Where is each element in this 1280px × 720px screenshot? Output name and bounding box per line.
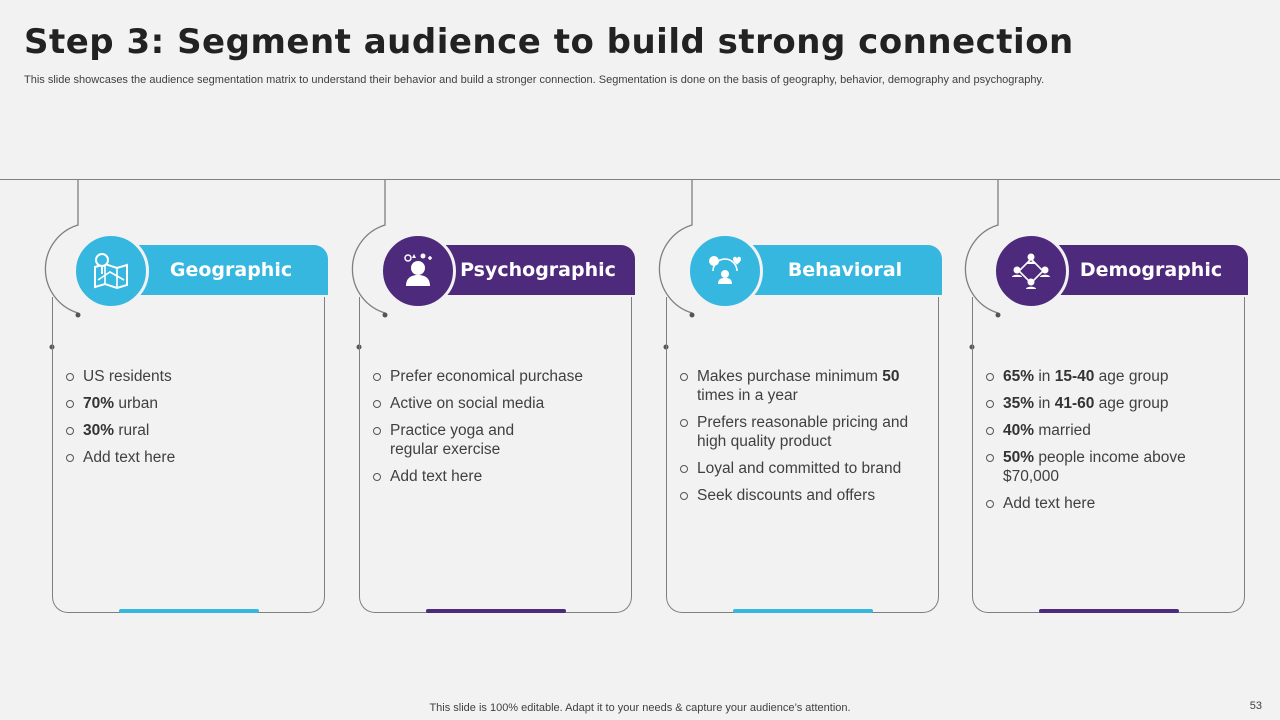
- card-accent: [733, 609, 873, 613]
- segment-heading: Geographic: [169, 259, 293, 281]
- list-item: Add text here: [371, 467, 621, 486]
- segment-heading: Psychographic: [460, 259, 616, 281]
- list-item: Prefers reasonable pricing and high qual…: [678, 413, 928, 451]
- segment-heading: Behavioral: [787, 259, 903, 281]
- segment-icon-circle: [993, 233, 1069, 309]
- list-item: 50% people income above $70,000: [984, 448, 1234, 486]
- segment-geographic: Geographic US residents 70% urban 30% ru…: [34, 179, 334, 619]
- bullet-list: US residents 70% urban 30% rural Add tex…: [64, 367, 314, 475]
- list-item: Active on social media: [371, 394, 621, 413]
- list-item: 70% urban: [64, 394, 314, 413]
- connector-line: [0, 179, 1280, 180]
- map-pin-icon: [94, 253, 128, 290]
- list-item: Add text here: [984, 494, 1234, 513]
- slide-subtitle: This slide showcases the audience segmen…: [24, 74, 1045, 86]
- list-item: 65% in 15-40 age group: [984, 367, 1234, 386]
- page-number: 53: [1249, 700, 1262, 712]
- segment-icon-circle: [380, 233, 456, 309]
- user-feedback-icon: [709, 256, 741, 284]
- list-item: Makes purchase minimum 50 times in a yea…: [678, 367, 928, 405]
- segment-demographic: Demographic 65% in 15-40 age group 35% i…: [954, 179, 1254, 619]
- slide-title: Step 3: Segment audience to build strong…: [24, 22, 1074, 62]
- bullet-list: Makes purchase minimum 50 times in a yea…: [678, 367, 928, 513]
- segment-heading: Demographic: [1079, 259, 1223, 281]
- list-item: Add text here: [64, 448, 314, 467]
- list-item: Seek discounts and offers: [678, 486, 928, 505]
- list-item: Loyal and committed to brand: [678, 459, 928, 478]
- people-network-icon: [1012, 253, 1050, 289]
- bullet-list: Prefer economical purchase Active on soc…: [371, 367, 621, 494]
- segment-behavioral: Behavioral Makes purchase minimum 50 tim…: [648, 179, 948, 619]
- list-item: Prefer economical purchase: [371, 367, 621, 386]
- slide-footer: This slide is 100% editable. Adapt it to…: [429, 702, 851, 714]
- card-accent: [426, 609, 566, 613]
- card-accent: [1039, 609, 1179, 613]
- list-item: 35% in 41-60 age group: [984, 394, 1234, 413]
- list-item: 30% rural: [64, 421, 314, 440]
- card-accent: [119, 609, 259, 613]
- segment-psychographic: Psychographic Prefer economical purchase…: [341, 179, 641, 619]
- segment-icon-circle: [687, 233, 763, 309]
- list-item: US residents: [64, 367, 314, 386]
- list-item: 40% married: [984, 421, 1234, 440]
- person-mind-icon: [404, 253, 432, 286]
- bullet-list: 65% in 15-40 age group 35% in 41-60 age …: [984, 367, 1234, 521]
- segment-icon-circle: [73, 233, 149, 309]
- list-item: Practice yoga and regular exercise: [371, 421, 531, 459]
